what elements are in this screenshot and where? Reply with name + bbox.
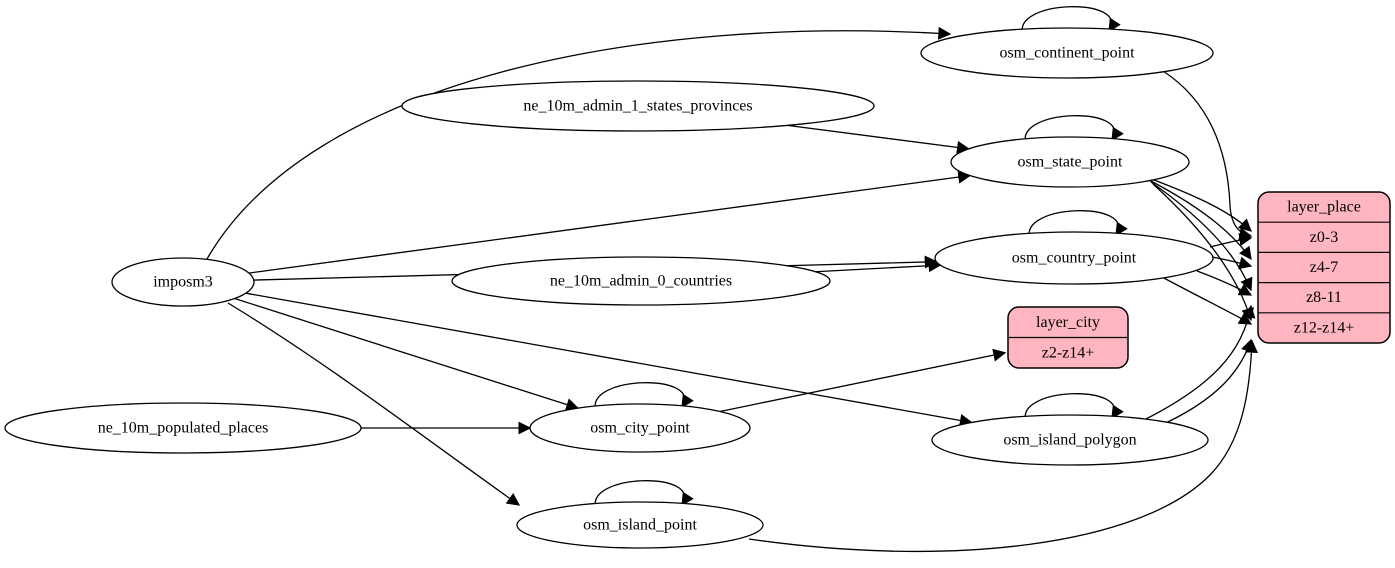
node-osm_city_point xyxy=(529,403,751,453)
self-loop-edge-osm_continent_point xyxy=(1021,6,1121,36)
self-loop-edge-osm_island_point xyxy=(594,480,694,510)
layer-row-layer_place-z12-z14+: z12-z14+ xyxy=(1294,319,1355,336)
node-label-osm_state_point: osm_state_point xyxy=(1018,154,1123,171)
edge-ne_10m_admin_1_states_provinces-to-osm_state_point xyxy=(787,124,971,154)
node-label-osm_island_polygon: osm_island_polygon xyxy=(1003,432,1136,449)
node-label-osm_island_point: osm_island_point xyxy=(583,517,697,534)
node-label-osm_continent_point: osm_continent_point xyxy=(999,45,1135,62)
edge-imposm3-to-osm_city_point xyxy=(234,297,580,411)
edge-imposm3-to-osm_island_point xyxy=(227,302,521,506)
node-ne_10m_populated_places xyxy=(4,402,362,454)
layer-row-layer_place-z0-3: z0-3 xyxy=(1310,229,1338,246)
edge-osm_state_point-to-layer_place-z8-11 xyxy=(1150,181,1253,292)
edge-osm_city_point-to-layer_city-z2-z14+ xyxy=(719,348,1007,413)
edge-imposm3-to-osm_state_point xyxy=(248,170,972,274)
layer-row-layer_place-z4-7: z4-7 xyxy=(1310,259,1338,276)
edge-osm_island_polygon-to-layer_place-z8-11 xyxy=(1141,304,1256,422)
node-ne_10m_admin_1_states_provinces xyxy=(401,80,875,132)
node-label-osm_city_point: osm_city_point xyxy=(590,420,690,437)
node-osm_state_point xyxy=(950,136,1190,188)
node-label-ne_10m_populated_places: ne_10m_populated_places xyxy=(98,420,269,437)
edge-imposm3-to-osm_island_polygon xyxy=(245,292,973,427)
self-loop-edge-osm_state_point xyxy=(1024,115,1124,145)
layer-row-layer_place-z8-11: z8-11 xyxy=(1306,289,1342,306)
layer-node-layer_place xyxy=(1257,191,1391,344)
node-imposm3 xyxy=(111,257,255,307)
edge-imposm3-to-osm_continent_point xyxy=(206,26,952,260)
node-ne_10m_admin_0_countries xyxy=(451,256,831,306)
node-osm_country_point xyxy=(934,231,1214,285)
self-loop-edge-osm_island_polygon xyxy=(1024,393,1124,423)
edge-osm_island_polygon-to-layer_place-z12-z14+ xyxy=(1156,338,1254,428)
layer-row-layer_city-z2-z14+: z2-z14+ xyxy=(1042,344,1095,361)
edge-osm_island_point-to-layer_place-z12-z14+ xyxy=(748,339,1259,553)
edge-osm_country_point-to-layer_place-z4-7 xyxy=(1211,256,1253,270)
node-label-ne_10m_admin_0_countries: ne_10m_admin_0_countries xyxy=(550,273,732,290)
node-osm_island_point xyxy=(516,501,764,549)
layer-title-layer_city: layer_city xyxy=(1036,314,1100,331)
self-loop-edge-osm_country_point xyxy=(1028,210,1128,240)
node-osm_continent_point xyxy=(920,27,1214,79)
node-osm_island_polygon xyxy=(931,414,1209,466)
edge-osm_state_point-to-layer_place-z0-3 xyxy=(1145,176,1252,232)
edge-osm_country_point-to-layer_place-z8-11 xyxy=(1196,270,1253,296)
edge-osm_country_point-to-layer_place-z12-z14+ xyxy=(1161,276,1253,325)
node-label-imposm3: imposm3 xyxy=(153,274,213,291)
node-label-osm_country_point: osm_country_point xyxy=(1012,250,1137,267)
self-loop-edge-osm_city_point xyxy=(594,382,694,412)
edge-osm_country_point-to-layer_place-z0-3 xyxy=(1209,233,1253,248)
node-label-ne_10m_admin_1_states_provinces: ne_10m_admin_1_states_provinces xyxy=(523,98,752,115)
edge-osm_state_point-to-layer_place-z4-7 xyxy=(1148,179,1252,261)
edge-ne_10m_admin_0_countries-to-osm_country_point xyxy=(815,259,942,273)
layer-title-layer_place: layer_place xyxy=(1287,199,1361,216)
